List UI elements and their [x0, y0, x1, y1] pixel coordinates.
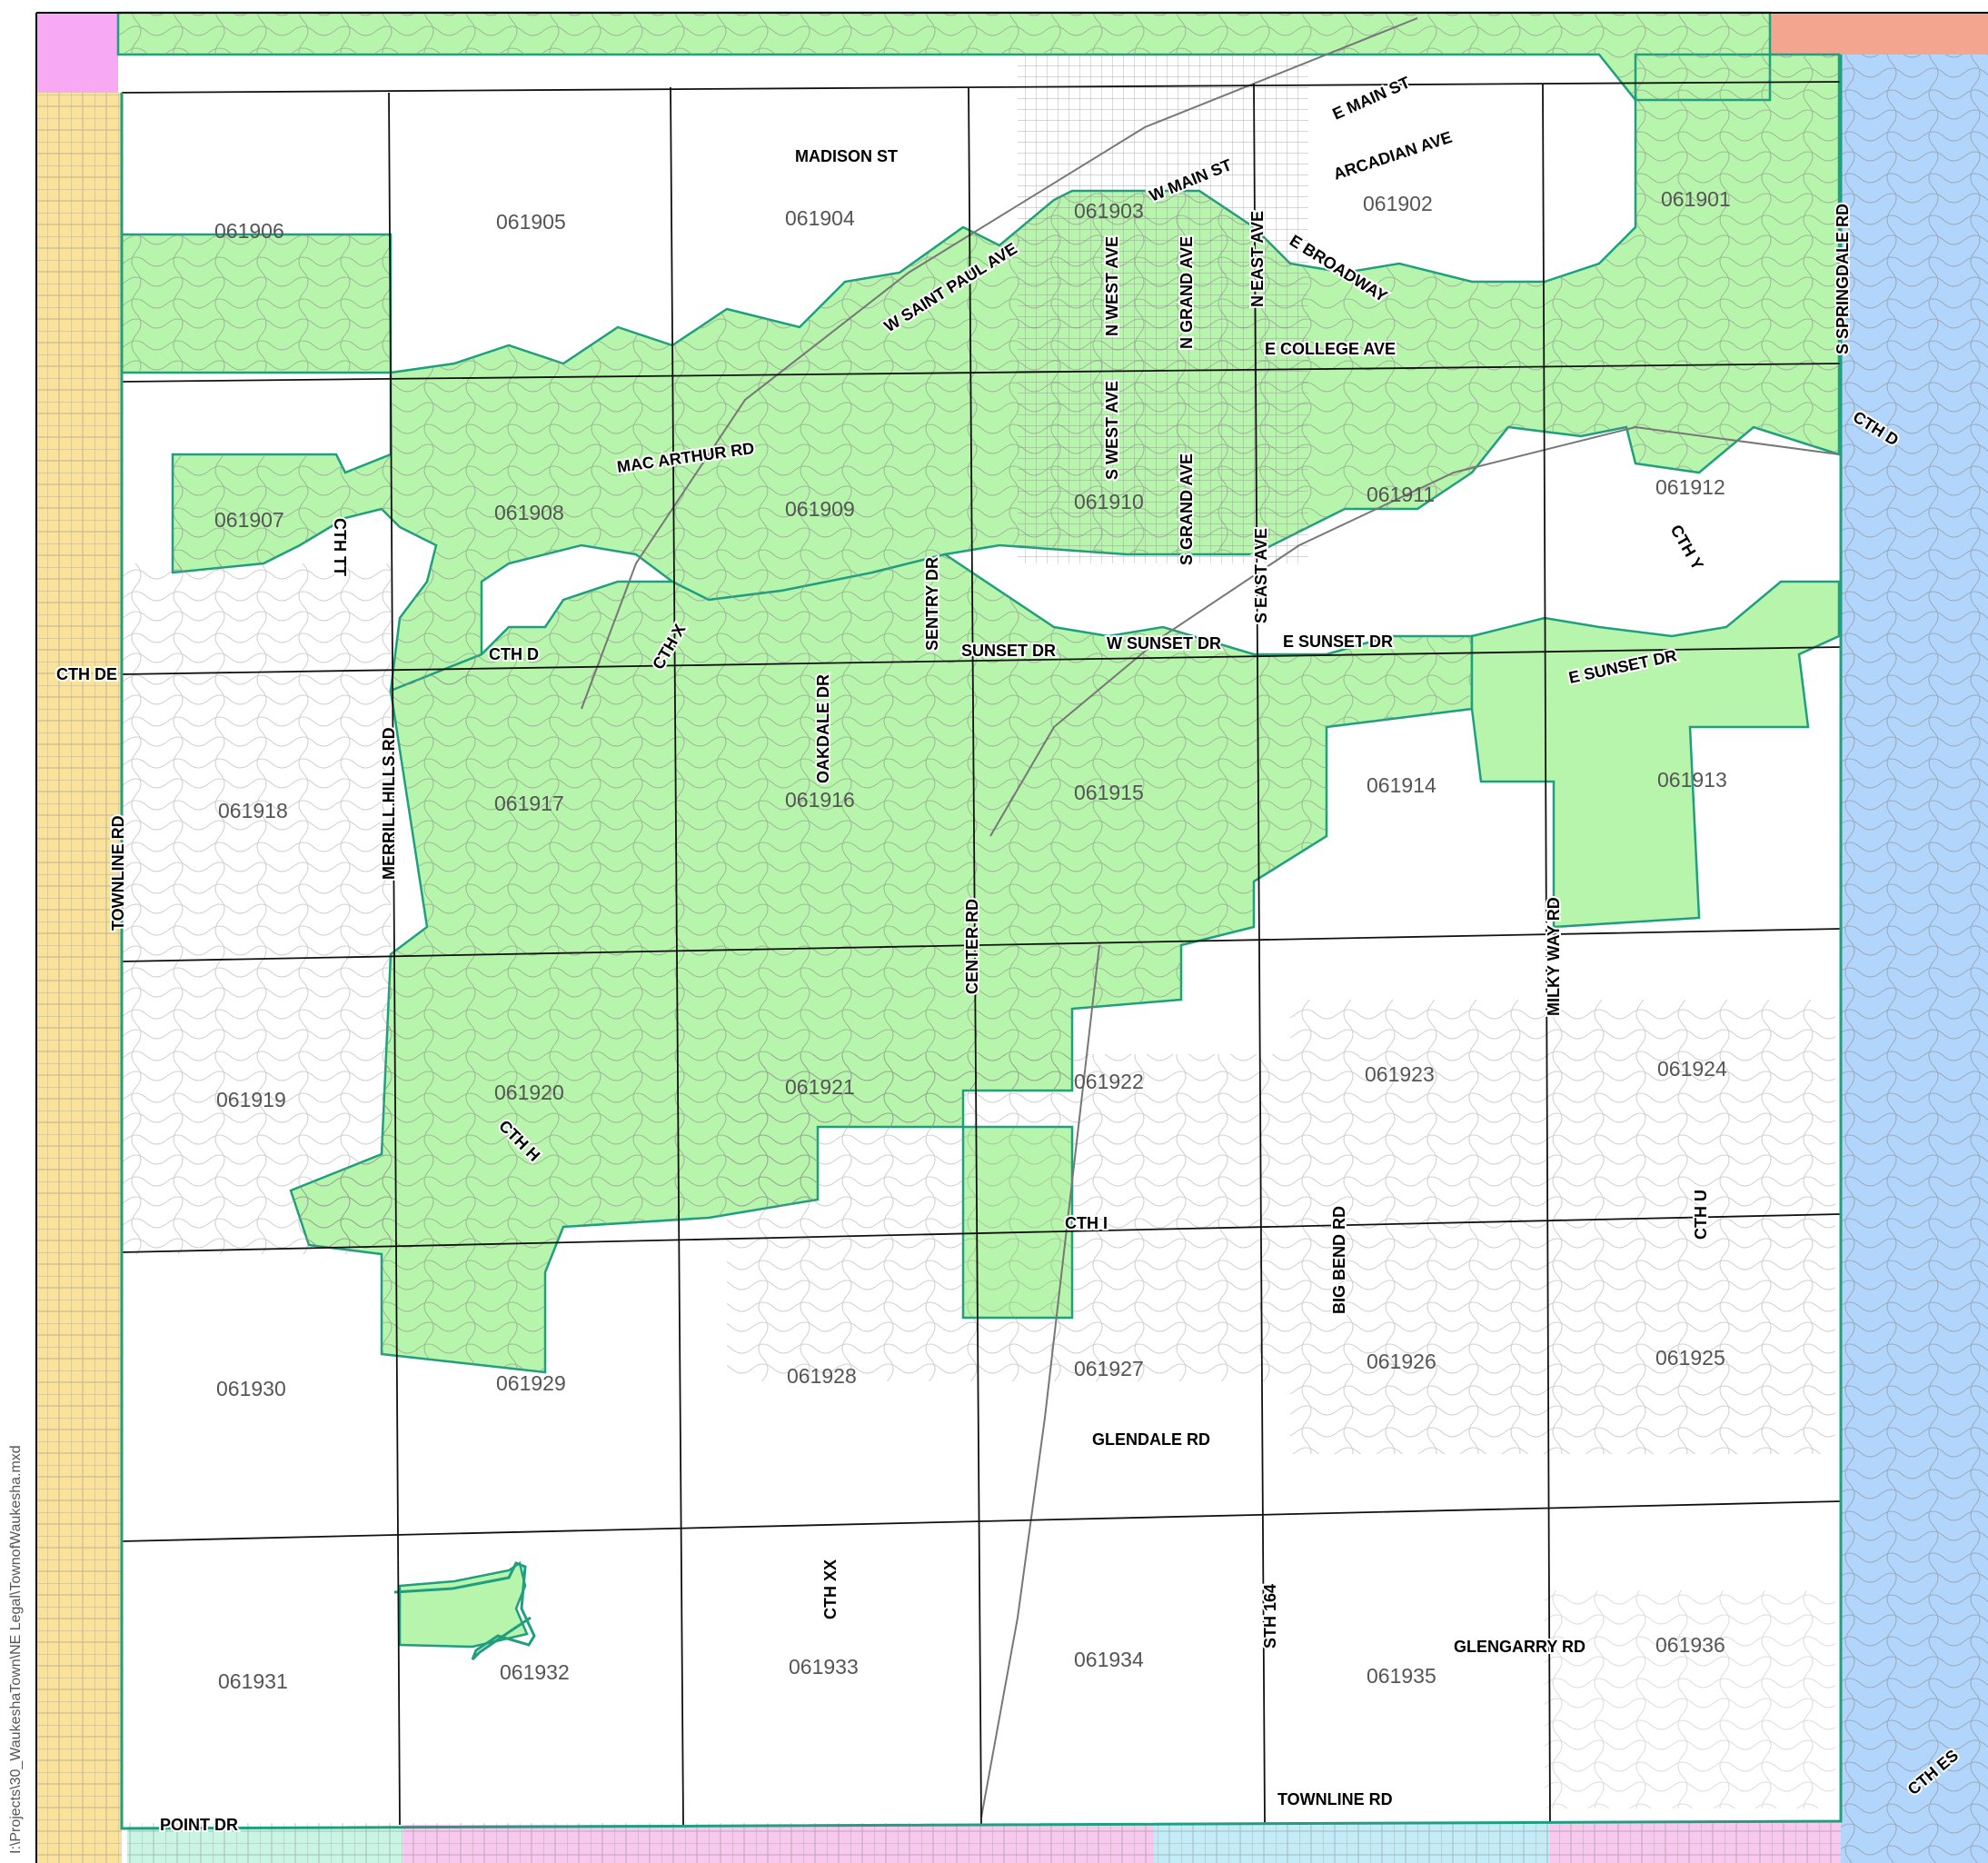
road-label: S SPRINGDALE RD	[1834, 204, 1852, 354]
section-label: 061925	[1655, 1346, 1725, 1370]
road-label: S GRAND AVE	[1178, 453, 1196, 565]
section-label: 061907	[214, 508, 284, 532]
section-label: 061936	[1655, 1633, 1725, 1657]
section-labels: 061901 061902 061903 061904 061905 06190…	[214, 187, 1731, 1693]
street-texture	[118, 13, 1839, 1808]
section-label: 061929	[496, 1371, 566, 1395]
street-grid-west	[36, 93, 122, 1863]
section-label: 061909	[785, 497, 855, 521]
road-label: CTH TT	[331, 518, 349, 576]
road-label: S EAST AVE	[1252, 528, 1270, 623]
section-label: 061901	[1661, 187, 1731, 211]
road-label: MILKY WAY RD	[1545, 897, 1563, 1016]
road-label: GLENGARRY RD	[1454, 1638, 1585, 1656]
section-label: 061918	[218, 799, 288, 822]
road-label: CTH I	[1065, 1214, 1108, 1232]
town-area-east	[1470, 580, 1841, 929]
section-label: 061914	[1367, 773, 1436, 797]
section-label: 061933	[789, 1655, 859, 1679]
section-label: 061922	[1074, 1070, 1144, 1093]
section-label: 061921	[785, 1075, 855, 1099]
road-label: N EAST AVE	[1248, 211, 1267, 307]
section-label: 061928	[787, 1364, 857, 1388]
road-label: CTH DE	[56, 665, 117, 683]
section-label: 061932	[500, 1660, 570, 1684]
road-label: STH 164	[1261, 1584, 1279, 1649]
road-label: TOWNLINE RD	[109, 815, 127, 931]
rail-lines	[581, 17, 1840, 1818]
section-label: 061911	[1367, 483, 1435, 506]
section-grid	[121, 81, 1842, 1826]
road-label: BIG BEND RD	[1330, 1206, 1348, 1314]
file-path-label: I:\Projects\30_WaukeshaTown\NE Legal\Tow…	[8, 1445, 24, 1854]
road-label: POINT DR	[160, 1816, 238, 1834]
road-label: E SUNSET DR	[1283, 633, 1393, 651]
section-label: 061920	[494, 1081, 564, 1104]
road-label: S WEST AVE	[1103, 381, 1121, 480]
road-label: CENTER RD	[963, 899, 981, 994]
ne-corner-area	[1770, 13, 1988, 55]
section-label: 061903	[1074, 199, 1144, 223]
section-label: 061916	[785, 788, 855, 812]
section-label: 061917	[494, 792, 564, 815]
section-label: 061931	[218, 1669, 288, 1693]
section-label: 061912	[1655, 475, 1725, 499]
small-annex-boundary	[393, 1561, 536, 1661]
section-label: 061904	[785, 206, 855, 230]
section-label: 061926	[1367, 1350, 1436, 1373]
section-label: 061908	[494, 501, 564, 524]
road-label: OAKDALE DR	[814, 674, 832, 783]
section-label: 061923	[1365, 1062, 1435, 1086]
road-label: CTH XX	[821, 1559, 840, 1619]
road-label: N WEST AVE	[1103, 236, 1121, 336]
section-label: 061935	[1367, 1664, 1436, 1688]
road-label: E COLLEGE AVE	[1265, 340, 1396, 358]
section-label: 061927	[1074, 1357, 1144, 1380]
street-grid-east	[1841, 55, 1988, 1863]
section-label: 061905	[496, 210, 566, 234]
road-label: CTH D	[489, 645, 539, 663]
town-area-se-tiny	[398, 1560, 529, 1649]
section-label: 061930	[216, 1377, 286, 1400]
section-label: 061913	[1657, 768, 1727, 792]
road-label: SENTRY DR	[923, 557, 941, 651]
road-label: MERRILL HILLS RD	[380, 727, 398, 880]
section-label: 061915	[1074, 781, 1144, 804]
road-label: N GRAND AVE	[1178, 236, 1196, 349]
map-frame	[35, 12, 1988, 1863]
surrounding-areas	[36, 13, 1988, 1863]
road-label: TOWNLINE RD	[1277, 1790, 1393, 1808]
road-label: W SUNSET DR	[1107, 634, 1221, 653]
road-label: CTH U	[1692, 1190, 1710, 1240]
section-label: 061924	[1657, 1057, 1727, 1081]
section-label: 061902	[1363, 192, 1433, 215]
road-label: MADISON ST	[795, 147, 898, 165]
nw-corner-area	[36, 13, 118, 93]
road-label: GLENDALE RD	[1092, 1430, 1210, 1449]
section-label: 061919	[216, 1088, 286, 1111]
section-label: 061906	[214, 219, 284, 243]
section-label: 061910	[1074, 490, 1144, 513]
street-grid-south	[127, 1823, 1841, 1863]
town-boundary	[120, 55, 1843, 1830]
road-label: SUNSET DR	[961, 642, 1056, 660]
section-label: 061934	[1074, 1648, 1144, 1671]
